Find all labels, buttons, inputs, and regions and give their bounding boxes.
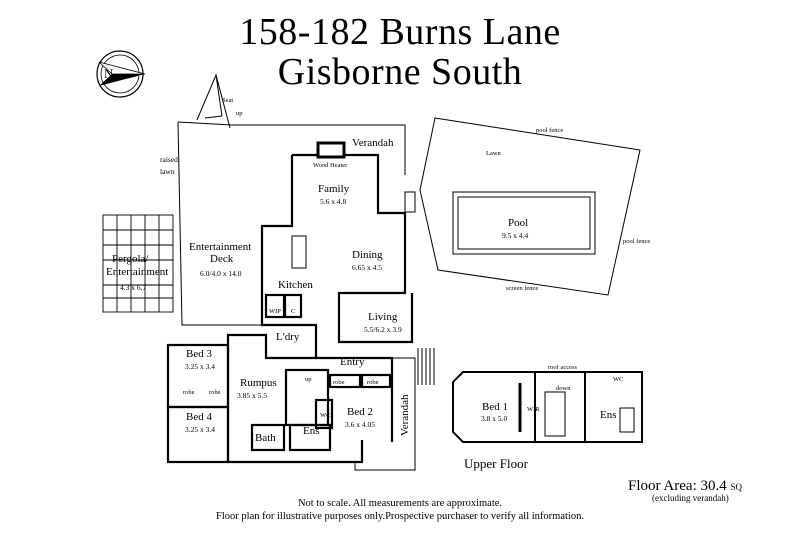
bed2-label: Bed 2: [347, 406, 373, 418]
bed1-label: Bed 1: [482, 401, 508, 413]
disclaimer-line-1: Not to scale. All measurements are appro…: [297, 498, 503, 509]
raised-lawn-label-2: lawn: [160, 167, 175, 176]
ent-deck-label-1: Entertainment: [189, 241, 251, 253]
floor-area-unit: SQ: [730, 482, 743, 492]
verandah-top-label: Verandah: [352, 137, 394, 149]
floor-area-label: Floor Area: 30.4: [628, 478, 727, 494]
svg-text:N: N: [104, 66, 114, 81]
living-dim: 5.5/6.2 x 3.9: [364, 325, 402, 334]
wip-label: WIP: [269, 308, 281, 315]
bed3-label: Bed 3: [186, 348, 212, 360]
title-line-1: 158-182 Burns Lane: [239, 11, 561, 53]
disclaimer-line-2: Floor plan for illustrative purposes onl…: [216, 511, 584, 522]
up-label-2: up: [305, 376, 312, 383]
ens-label: Ens: [303, 425, 320, 437]
ent-deck-label-2: Deck: [210, 253, 234, 265]
wood-heater: [316, 141, 346, 159]
pool-dim: 9.5 x 4.4: [502, 231, 529, 240]
upper-floor-plan: [452, 371, 643, 443]
upper-floor-label: Upper Floor: [464, 456, 528, 471]
entertainment-deck: [177, 121, 406, 326]
floor-area: Floor Area: 30.4 SQ: [628, 478, 742, 495]
rumpus-label: Rumpus: [240, 377, 277, 389]
bed3-dim: 3.25 x 3.4: [185, 362, 215, 371]
wc2-label: WC: [613, 376, 623, 383]
robe-label-1: robe: [183, 389, 195, 396]
dining-dim: 6.65 x 4.5: [352, 263, 382, 272]
title-line-2: Gisborne South: [277, 51, 523, 93]
bath-label: Bath: [255, 432, 276, 444]
robe-label-2: robe: [209, 389, 221, 396]
raised-lawn-label-1: raised: [160, 155, 178, 164]
robe-label-4: robe: [367, 379, 379, 386]
wood-heater-label: Wood Heater: [313, 162, 348, 169]
down-label: down: [556, 385, 571, 392]
bed1-dim: 3.8 x 5.0: [481, 414, 508, 423]
pergola-label-1: Pergola/: [112, 253, 149, 265]
rumpus-dim: 3.85 x 5.5: [237, 391, 267, 400]
garden-boundary: [196, 73, 231, 129]
seat-label: Seat: [222, 97, 233, 104]
bed4-label: Bed 4: [186, 411, 212, 423]
up-label: up: [236, 110, 243, 117]
robe-label-3: robe: [333, 379, 345, 386]
dining-label: Dining: [352, 249, 383, 261]
bed2-dim: 3.6 x 4.05: [345, 420, 375, 429]
pergola-dim: 4.3 x 6.7: [120, 283, 147, 292]
entry-label: Entry: [340, 356, 365, 368]
living-label: Living: [368, 311, 398, 323]
roof-access-label: roof access: [548, 364, 578, 371]
ent-deck-dim: 6.0/4.0 x 14.0: [200, 269, 242, 278]
pergola: [102, 214, 174, 313]
pool-fence-right-label: pool fence: [623, 238, 650, 245]
bed4-dim: 3.25 x 3.4: [185, 425, 215, 434]
compass-icon: N: [96, 50, 146, 98]
verandah-side-label: Verandah: [399, 394, 411, 436]
wir-label: WIR: [527, 406, 540, 413]
pool-area: [419, 117, 641, 296]
wc-label: WC: [320, 412, 330, 419]
family-label: Family: [318, 183, 350, 195]
ldry-label: L'dry: [276, 331, 300, 343]
pergola-label-2: Entertainment: [106, 266, 168, 278]
house-walls: [166, 153, 414, 464]
ens2-label: Ens: [600, 409, 617, 421]
c-label: C: [291, 308, 295, 315]
steps: [404, 191, 416, 213]
lawn-label: Lawn: [486, 150, 502, 157]
kitchen-label: Kitchen: [278, 279, 313, 291]
pool-label: Pool: [508, 217, 528, 229]
family-dim: 5.6 x 4.8: [320, 197, 347, 206]
side-verandah: [354, 348, 435, 471]
floor-area-note: (excluding verandah): [652, 493, 729, 503]
pool-fence-top-label: pool fence: [536, 127, 563, 134]
screen-fence-label: screen fence: [506, 285, 538, 292]
kitchen-island: [291, 235, 307, 269]
